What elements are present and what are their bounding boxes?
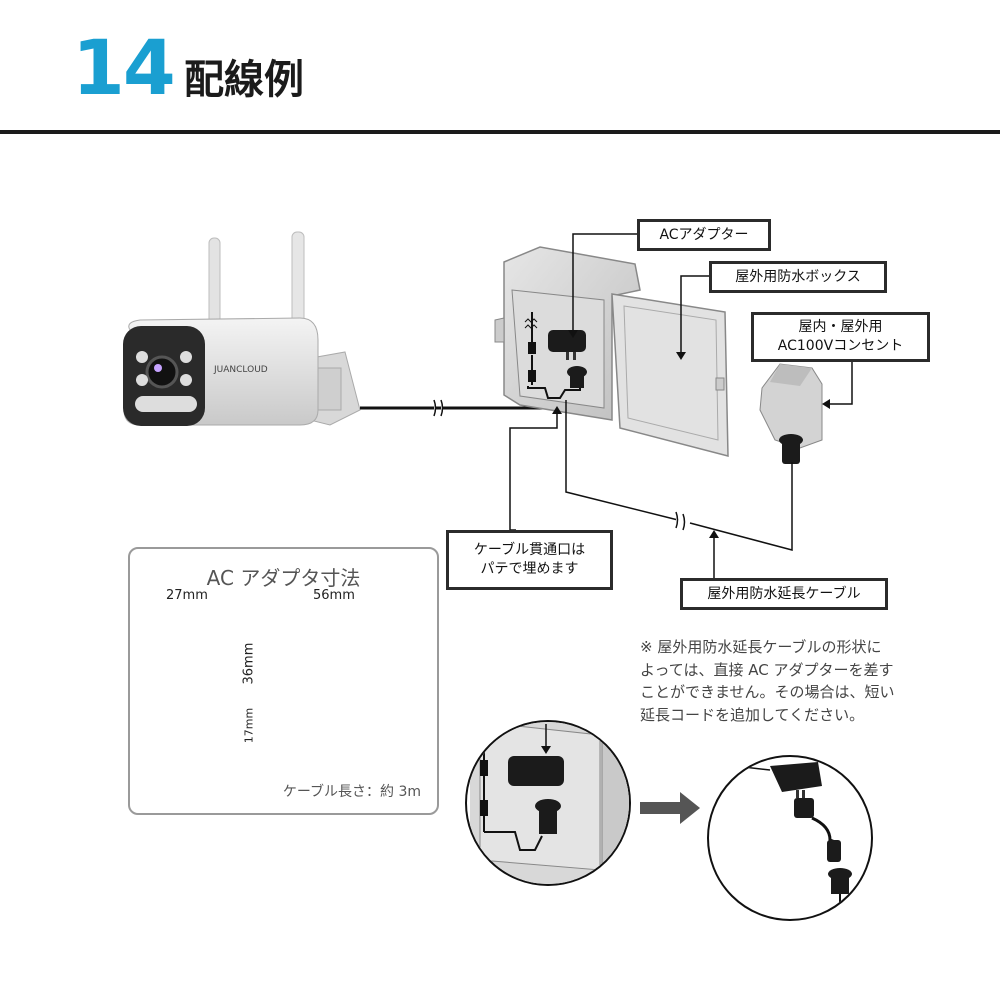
cable-hole-line2: パテで埋めます bbox=[480, 561, 579, 577]
ir-led bbox=[180, 351, 192, 363]
transition-arrow-icon bbox=[640, 792, 700, 824]
connector bbox=[528, 342, 536, 354]
box-hinge bbox=[494, 317, 505, 343]
callout-outlet: 屋内・屋外用 AC100Vコンセント bbox=[751, 312, 930, 362]
cable-hole-line1: ケーブル貫通口は bbox=[473, 542, 586, 559]
led-strip bbox=[135, 396, 197, 412]
cable-break-mark bbox=[433, 399, 444, 417]
extension-break-mark bbox=[675, 511, 686, 531]
outlet-plug-body bbox=[782, 440, 800, 464]
security-camera: JUANCLOUD bbox=[123, 231, 361, 426]
ir-led bbox=[180, 374, 192, 386]
connector bbox=[528, 370, 536, 382]
callout-cable-hole: ケーブル貫通口は パテで埋めます bbox=[446, 530, 613, 590]
callout-outdoor-box: 屋外用防水ボックス bbox=[709, 261, 887, 293]
section-number: 14 bbox=[72, 23, 176, 112]
arrowheads bbox=[552, 330, 830, 538]
callout-ac-adapter: ACアダプター bbox=[637, 219, 771, 251]
dimension-plug: 17mm bbox=[242, 707, 256, 744]
inset-extension-cord bbox=[707, 755, 873, 921]
camera-lens bbox=[145, 355, 179, 389]
adapter-prong bbox=[566, 352, 569, 360]
note-line: ※ 屋外用防水延長ケーブルの形状に bbox=[640, 638, 882, 656]
dimension-length: 56mm bbox=[313, 588, 355, 603]
dimensions-title: AC アダプタ寸法 bbox=[206, 566, 361, 590]
internal-wire bbox=[527, 386, 581, 399]
note-line: 延長コードを追加してください。 bbox=[640, 705, 865, 724]
outlet bbox=[759, 363, 823, 464]
ir-led bbox=[136, 374, 148, 386]
cable-coil bbox=[524, 318, 538, 329]
lid-frame bbox=[623, 305, 719, 441]
adapter-prong bbox=[573, 352, 576, 360]
ir-led bbox=[136, 351, 148, 363]
plug-body bbox=[570, 372, 584, 388]
outlet-label-line1: 屋内・屋外用 bbox=[798, 319, 883, 336]
antenna-left bbox=[208, 237, 221, 331]
header-divider bbox=[0, 130, 1000, 134]
lens-glare bbox=[154, 364, 162, 372]
note-text: ※ 屋外用防水延長ケーブルの形状に よっては、直接 AC アダプターを差す こと… bbox=[640, 636, 960, 726]
cable-length-label: ケーブル長さ：約 3m bbox=[282, 784, 421, 800]
adapter-dimensions-panel: AC アダプタ寸法 ケーブル長さ：約 3m bbox=[128, 547, 439, 815]
dimension-height: 36mm bbox=[241, 642, 257, 685]
camera-brand: JUANCLOUD bbox=[213, 365, 268, 375]
note-line: ことができません。その場合は、短い bbox=[640, 683, 895, 701]
callout-extension-cable: 屋外用防水延長ケーブル bbox=[680, 578, 888, 610]
dimension-width: 27mm bbox=[166, 588, 208, 603]
page-title: 配線例 bbox=[184, 57, 304, 103]
box-lid bbox=[611, 293, 729, 457]
note-line: よっては、直接 AC アダプターを差す bbox=[640, 660, 894, 679]
outlet-top bbox=[770, 364, 812, 386]
ac-adapter-shape bbox=[548, 330, 586, 352]
leader-lines bbox=[509, 233, 853, 578]
waterproof-box bbox=[494, 246, 729, 457]
lid-latch bbox=[715, 377, 725, 391]
outlet-label-line2: AC100Vコンセント bbox=[777, 338, 904, 354]
extension-cable-line bbox=[565, 400, 793, 551]
inset-box-closeup bbox=[465, 720, 631, 886]
